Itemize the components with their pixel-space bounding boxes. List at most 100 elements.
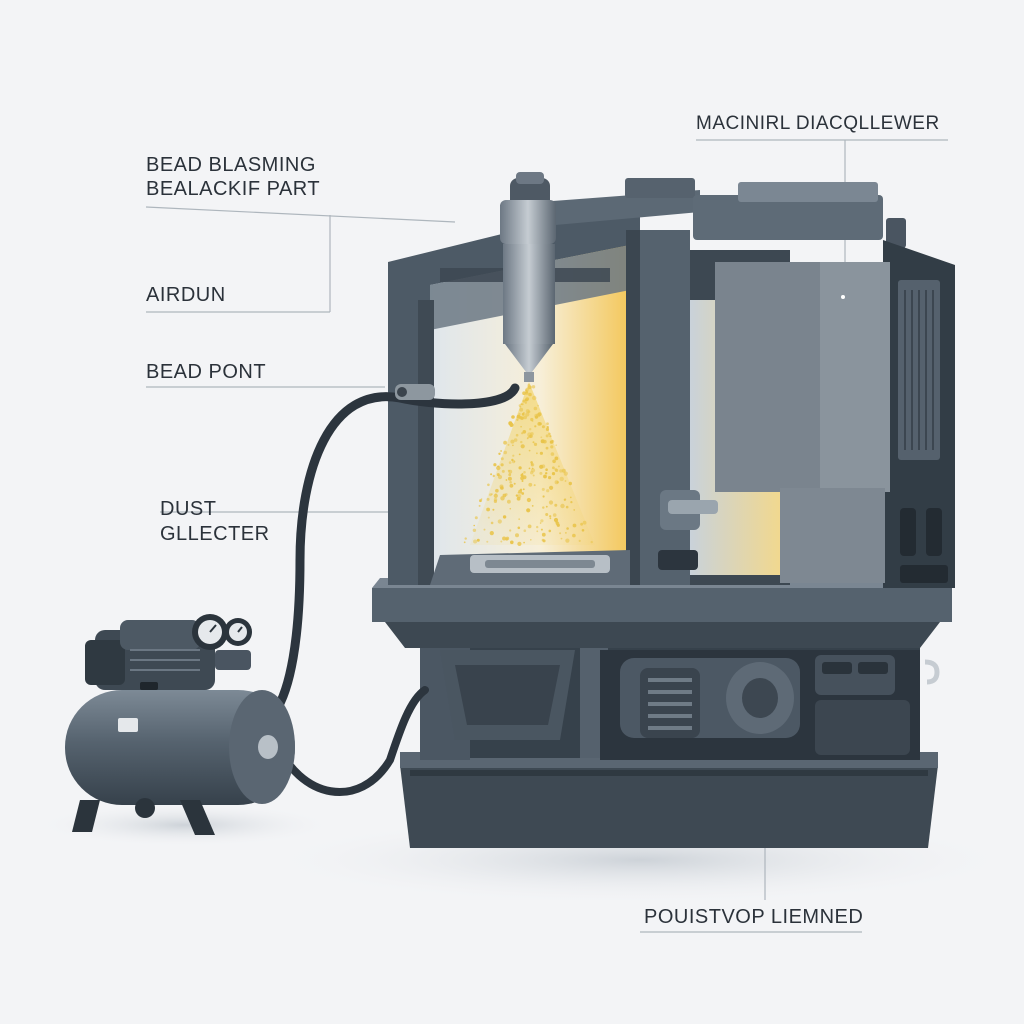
spray-particle [518,404,521,407]
spray-particle [563,471,568,476]
spray-particle [522,488,525,491]
spray-particle [570,501,573,504]
spray-particle [512,444,514,447]
spray-particle [548,529,552,533]
spray-particle [493,463,497,467]
spray-particle [523,541,525,544]
spray-particle [513,482,516,485]
leader-lines [145,139,948,933]
spray-particle [522,430,527,434]
spray-particle [510,540,514,545]
spray-particle [527,436,530,439]
spray-particle [539,522,542,524]
spray-particle [545,434,549,438]
label-dust-line2: GLLECTER [160,523,270,545]
spray-particle [524,401,528,404]
spray-particle [552,466,555,470]
spray-particle [495,493,497,495]
spray-particle [520,440,523,444]
label-airgun: AIRDUN [146,284,226,306]
spray-particle [493,497,498,502]
spray-particle [531,467,534,470]
spray-particle [533,484,536,487]
spray-particle [489,531,494,536]
spray-particle [546,422,549,426]
spray-particle [525,387,529,392]
lower-housing [420,640,940,760]
spray-particle [525,412,530,417]
spray-particle [463,541,466,544]
spray-particle [541,487,545,491]
spray-particle [510,439,515,444]
spray-particle [542,439,547,444]
spray-particle [517,491,520,494]
spray-particle [557,465,560,468]
spray-particle [542,506,545,509]
spray-nozzle-icon [500,172,556,382]
spray-particle [572,533,576,538]
dust-collector-unit [693,182,955,588]
spray-particle [518,518,521,521]
spray-particle [472,528,477,532]
spray-particle [551,472,556,476]
spray-particle [497,465,500,468]
spray-particle [505,536,510,541]
spray-particle [515,533,519,538]
spray-particle [545,446,549,450]
spray-particle [516,414,521,419]
spray-particle [512,454,515,457]
spray-particle [520,473,524,477]
spray-particle [543,474,547,479]
spray-particle [550,445,554,449]
spray-particle [554,503,558,507]
air-hose [270,383,520,796]
spray-particle [523,415,527,420]
spray-particle [487,483,490,487]
spray-particle [509,481,512,484]
spray-particle [502,536,507,541]
spray-particle [533,442,538,446]
spray-particle [528,482,533,487]
spray-particle [474,516,478,520]
spray-particle [526,497,532,503]
spray-particle [540,436,543,439]
spray-particle [473,524,476,527]
spray-particle [548,500,554,505]
spray-particle [545,513,549,516]
spray-particle [518,412,521,416]
spray-particle [541,532,546,537]
spray-particle [549,485,554,490]
spray-particle [521,403,524,406]
spray-particle [517,494,522,499]
spray-particle [529,428,532,431]
spray-particle [541,464,546,469]
spray-particle [509,483,514,488]
spray-particle [578,539,581,543]
spray-particle [464,537,467,540]
spray-particle [528,467,531,470]
spray-particle [531,385,536,389]
spray-particle [520,425,522,428]
spray-particle [566,527,569,530]
spray-particle [549,517,552,520]
spray-particle [525,409,530,413]
spray-particle [542,495,545,498]
spray-particle [539,451,544,455]
spray-particle [572,523,577,528]
spray-particle [546,489,550,493]
spray-particle [540,528,543,531]
spray-particle [565,538,570,543]
spray-particle [541,425,545,429]
spray-particle [561,468,566,473]
spray-particle [521,412,525,416]
spray-particle [545,472,548,475]
label-machine-top-right: MACINIRL DIACQLLEWER [696,113,940,134]
spray-particle [536,525,539,529]
label-dust-line1: DUST [160,498,217,520]
spray-particle [525,390,528,393]
spray-particle [518,466,522,470]
spray-particle [500,450,502,452]
hose-fitting [395,384,435,400]
spray-particle [531,505,534,507]
